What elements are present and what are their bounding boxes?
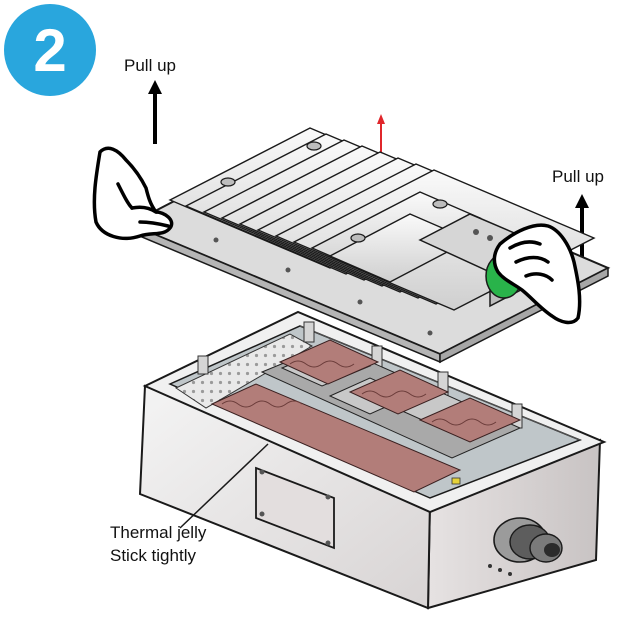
enclosure-base (138, 310, 607, 610)
thermal-jelly-label: Thermal jelly (110, 523, 207, 542)
stick-tightly-label: Stick tightly (110, 546, 196, 565)
thermal-callout-leader (179, 443, 269, 529)
pull-up-arrow-right (575, 194, 589, 262)
pull-up-label-left: Pull up (124, 56, 176, 75)
thermal-pads (210, 339, 522, 493)
left-hand (92, 146, 174, 241)
lid-screws (220, 141, 448, 243)
right-hand (492, 223, 582, 325)
step-number: 2 (33, 16, 67, 84)
pull-up-label-right: Pull up (552, 167, 604, 186)
cable-gland (493, 517, 563, 563)
step-badge (4, 4, 96, 96)
pull-up-arrow-left (148, 80, 162, 144)
heatsink-lid (127, 127, 611, 364)
